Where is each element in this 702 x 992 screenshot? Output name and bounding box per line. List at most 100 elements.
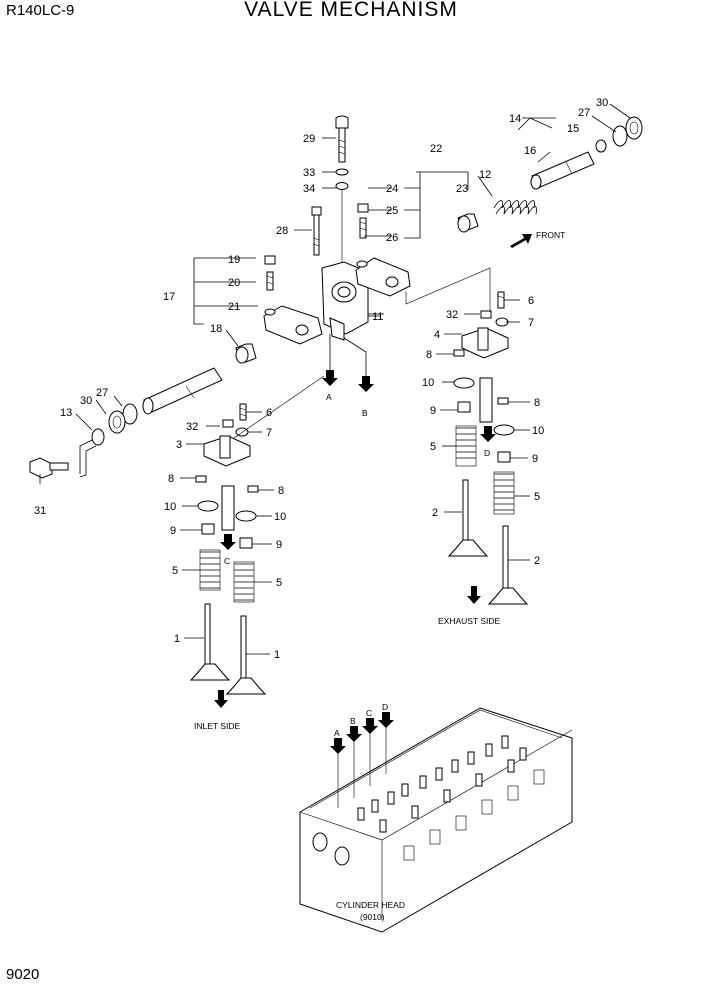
- callout-22: 22: [430, 143, 442, 155]
- cotter-8-left-a: [195, 475, 207, 483]
- callout-20: 20: [228, 277, 240, 289]
- callout-25: 25: [386, 205, 398, 217]
- callout-29: 29: [303, 133, 315, 145]
- callout-11: 11: [372, 311, 383, 323]
- callout-9-left-a: 9: [170, 525, 176, 537]
- cotter-8-left-b: [247, 485, 259, 493]
- adjust-screw-20: [266, 271, 274, 291]
- spring-5-right-a: [455, 425, 477, 467]
- rocker-arm-21: [263, 305, 323, 345]
- callout-8-right-b: 8: [534, 397, 540, 409]
- cap-32-right: [480, 310, 492, 319]
- seal-9-left-b: [239, 537, 253, 549]
- callout-26: 26: [386, 232, 398, 244]
- letter-d-lower: D: [382, 702, 388, 712]
- letter-a-lower: A: [334, 728, 340, 738]
- valve-guide-right: [479, 377, 493, 423]
- callout-28: 28: [276, 225, 288, 237]
- retainer-10-right-b: [493, 424, 515, 436]
- letter-b-upper: B: [362, 408, 368, 418]
- head-valve-studs: [357, 735, 527, 833]
- callout-18: 18: [210, 323, 222, 335]
- spring-12: [493, 200, 537, 215]
- callout-13: 13: [60, 407, 72, 419]
- callout-9-right-b: 9: [532, 453, 538, 465]
- bolt-28: [311, 206, 322, 256]
- washer-34: [335, 182, 349, 190]
- bridge-3: [203, 435, 251, 467]
- model-code: R140LC-9: [6, 2, 75, 19]
- front-arrow: [510, 234, 532, 248]
- bushing-23: [457, 213, 479, 233]
- arrow-c-upper: [220, 534, 236, 550]
- callout-16: 16: [524, 145, 536, 157]
- valve-1-left-a: [189, 603, 231, 681]
- callout-2-right-b: 2: [534, 555, 540, 567]
- callout-24: 24: [386, 183, 398, 195]
- letter-c-lower: C: [366, 708, 372, 718]
- exhaust-side-arrow: [467, 586, 481, 604]
- front-label: FRONT: [536, 230, 565, 240]
- letter-d-upper: D: [484, 448, 490, 458]
- banjo-bolt-31: [29, 457, 69, 479]
- seal-9-left-a: [201, 523, 215, 535]
- rocker-bracket-11: [321, 261, 384, 341]
- valve-2-right-b: [487, 525, 529, 605]
- callout-17: 17: [163, 291, 175, 303]
- callout-30-right: 30: [596, 97, 608, 109]
- rocker-shaft-16: [530, 151, 595, 190]
- washer-30-left: [108, 410, 126, 434]
- nut-7-left: [235, 427, 249, 437]
- callout-34: 34: [303, 183, 315, 195]
- callout-5-right-a: 5: [430, 441, 436, 453]
- retainer-10-left-a: [197, 500, 219, 512]
- callout-7-right: 7: [528, 317, 534, 329]
- letter-b-lower: B: [350, 716, 356, 726]
- callout-21: 21: [228, 301, 240, 313]
- callout-1-left-a: 1: [174, 633, 180, 645]
- seal-9-right-b: [497, 451, 511, 463]
- rocker-shaft-left: [142, 367, 223, 415]
- callout-3: 3: [176, 439, 182, 451]
- screw-6-right: [497, 291, 505, 309]
- callout-27-left: 27: [96, 387, 108, 399]
- callout-8-left-a: 8: [168, 473, 174, 485]
- spring-5-right-b: [493, 471, 515, 515]
- callout-6-right: 6: [528, 295, 534, 307]
- callout-33: 33: [303, 167, 315, 179]
- arrow-d-lower: [378, 712, 394, 728]
- callout-numbers: 29 33 34 22 24 23 25 26 28 14 15 16 27 3…: [34, 97, 608, 661]
- callout-1-left-b: 1: [274, 649, 280, 661]
- adjust-screw-25: [359, 217, 367, 239]
- valve-guide-left: [221, 485, 235, 531]
- o-ring-27-right: [612, 125, 628, 147]
- callout-9-right-a: 9: [430, 405, 436, 417]
- retainer-10-left-b: [235, 510, 257, 522]
- letter-a-upper: A: [326, 392, 332, 402]
- callout-5-right-b: 5: [534, 491, 540, 503]
- callout-8-left-b: 8: [278, 485, 284, 497]
- cylinder-head-label: CYLINDER HEAD: [336, 900, 405, 910]
- spring-5-left-a: [199, 549, 221, 591]
- retainer-10-right-a: [453, 377, 475, 389]
- callout-5-left-a: 5: [172, 565, 178, 577]
- callout-12: 12: [479, 169, 491, 181]
- rocker-arm-26: [355, 257, 411, 297]
- callout-10-left-a: 10: [164, 501, 176, 513]
- plug-15: [595, 139, 607, 153]
- cotter-8-right-a: [453, 349, 465, 357]
- arrow-b-lower: [346, 726, 362, 742]
- valve-2-right-a: [447, 479, 489, 557]
- cotter-8-right-b: [497, 397, 509, 405]
- cylinder-head-ref: (9010): [360, 912, 385, 922]
- page-number: 9020: [6, 966, 40, 983]
- inlet-side-arrow: [214, 690, 228, 708]
- leader-lines: [39, 103, 631, 655]
- callout-30-left: 30: [80, 395, 92, 407]
- nut-24: [357, 203, 369, 213]
- callout-31: 31: [34, 505, 46, 517]
- inlet-side-label: INLET SIDE: [194, 721, 240, 731]
- arrow-a-upper: [322, 370, 338, 386]
- bushing-18: [235, 343, 257, 364]
- callout-7-left: 7: [266, 427, 272, 439]
